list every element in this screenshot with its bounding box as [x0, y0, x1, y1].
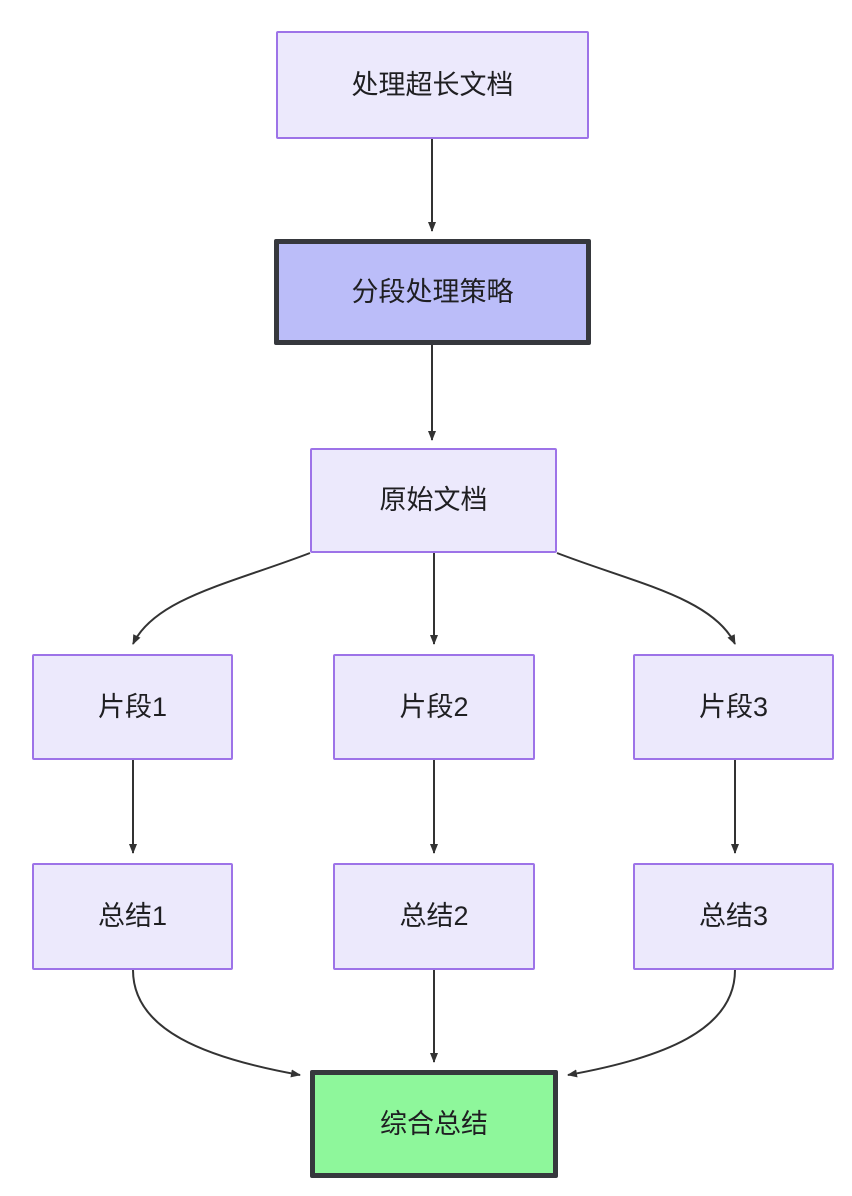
node-summary-3[interactable]: 总结3 — [633, 863, 834, 970]
node-label: 原始文档 — [379, 485, 488, 516]
node-final-combined-summary[interactable]: 综合总结 — [310, 1070, 558, 1178]
node-label: 处理超长文档 — [351, 69, 514, 100]
edge-summary3-to-final — [567, 969, 736, 1078]
node-label: 片段1 — [97, 691, 168, 722]
node-label: 总结3 — [698, 901, 769, 932]
node-label: 总结2 — [399, 901, 469, 932]
node-chunking-strategy[interactable]: 分段处理策略 — [274, 239, 591, 345]
node-label: 片段3 — [698, 691, 769, 722]
node-chunk-2[interactable]: 片段2 — [333, 654, 535, 760]
node-label: 综合总结 — [380, 1108, 488, 1139]
node-summary-1[interactable]: 总结1 — [32, 863, 233, 970]
node-process-long-document[interactable]: 处理超长文档 — [276, 31, 589, 139]
node-summary-2[interactable]: 总结2 — [333, 863, 535, 970]
edge-summary1-to-final — [132, 969, 301, 1078]
node-original-document[interactable]: 原始文档 — [310, 448, 557, 553]
node-chunk-1[interactable]: 片段1 — [32, 654, 233, 760]
node-chunk-3[interactable]: 片段3 — [633, 654, 834, 760]
edge-original-to-chunk3 — [556, 552, 736, 645]
node-label: 片段2 — [399, 691, 469, 722]
node-label: 总结1 — [97, 901, 168, 932]
edge-original-to-chunk1 — [132, 552, 311, 645]
node-label: 分段处理策略 — [351, 276, 514, 307]
